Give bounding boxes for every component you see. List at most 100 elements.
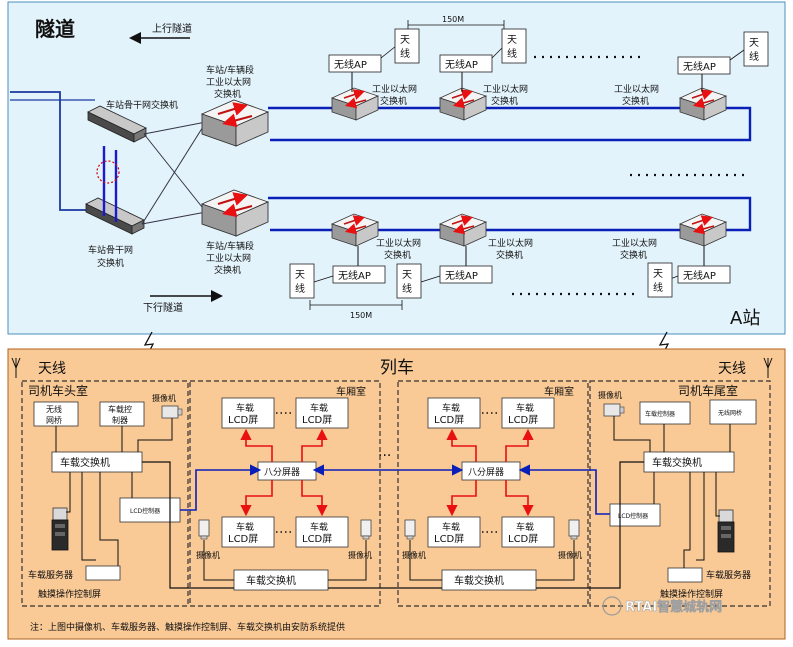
onboard-server-tail-icon xyxy=(717,509,735,553)
antenna-upper-2 xyxy=(501,28,527,64)
svg-text:LCD控制器: LCD控制器 xyxy=(618,512,648,520)
cab-tail-frame xyxy=(589,380,771,607)
svg-text:车载: 车载 xyxy=(516,402,534,414)
lower-ring-link xyxy=(268,196,752,232)
ap-lower-3 xyxy=(677,265,731,284)
ies-lower-1-label-l1: 工业以太网 xyxy=(376,237,421,249)
station-switch-top-label-l1: 车站/车辆段 xyxy=(206,64,254,76)
camera-carriage-right-a-label: 摄像机 xyxy=(402,550,426,560)
svg-text:LCD屏: LCD屏 xyxy=(228,414,258,426)
ap-lower-1-label: 无线AP xyxy=(338,269,371,282)
svg-text:线: 线 xyxy=(400,47,410,60)
svg-text:LCD屏: LCD屏 xyxy=(228,533,258,545)
onboard-controller-tail xyxy=(639,401,691,425)
ies-upper-1-label-l1: 工业以太网 xyxy=(372,83,417,95)
watermark: RTAI智慧城轨网 xyxy=(625,599,722,615)
svg-text:车载: 车载 xyxy=(516,521,534,533)
svg-text:线: 线 xyxy=(295,282,305,295)
antenna-left-label: 天线 xyxy=(38,361,66,377)
up-tunnel-label: 上行隧道 xyxy=(152,22,192,35)
svg-text:天: 天 xyxy=(653,269,663,280)
distance-label-top: 150M xyxy=(442,15,464,24)
svg-text:车载: 车载 xyxy=(310,521,328,533)
antenna-right-label: 天线 xyxy=(718,361,746,377)
carriage-left-label: 车厢室 xyxy=(336,385,366,398)
camera-carriage-right-b-label: 摄像机 xyxy=(558,550,582,560)
svg-text:LCD屏: LCD屏 xyxy=(302,414,332,426)
svg-text:车载: 车载 xyxy=(442,402,460,414)
svg-text:线: 线 xyxy=(402,282,412,295)
touch-panel-tail xyxy=(667,567,703,583)
cab-tail-label: 司机车尾室 xyxy=(678,383,738,398)
svg-text:LCD屏: LCD屏 xyxy=(434,533,464,545)
touch-panel-head xyxy=(85,565,121,581)
station-switch-bottom-label-l2: 工业以太网 xyxy=(206,252,251,264)
ap-lower-2 xyxy=(439,265,493,284)
cab-head-label: 司机车头室 xyxy=(28,383,88,398)
ap-lower-1 xyxy=(332,265,386,284)
antenna-upper-1 xyxy=(394,28,420,64)
footnote: 注：上图中摄像机、车载服务器、触摸操作控制屏、车载交换机由安防系统提供 xyxy=(30,621,345,633)
camera-carriage-left-b xyxy=(360,519,372,540)
uplink-wire xyxy=(10,91,88,211)
lcd-group-left: 车载 LCD屏 车载 LCD屏 车载 LCD屏 车载 LCD屏 xyxy=(221,397,349,548)
backbone-switch-top-label: 车站骨干网交换机 xyxy=(106,99,178,111)
svg-text:车载: 车载 xyxy=(442,521,460,533)
ap-lower-3-label: 无线AP xyxy=(683,269,716,282)
svg-text:线: 线 xyxy=(507,47,517,60)
svg-text:车载交换机: 车载交换机 xyxy=(60,456,110,469)
lcd-group-right: 车载 LCD屏 车载 LCD屏 车载 LCD屏 车载 LCD屏 xyxy=(427,397,555,548)
svg-text:车载控制器: 车载控制器 xyxy=(645,410,675,418)
camera-carriage-left-a xyxy=(198,519,210,540)
tunnel-title: 隧道 xyxy=(35,17,75,41)
svg-text:天: 天 xyxy=(400,35,410,46)
svg-text:车载: 车载 xyxy=(236,402,254,414)
svg-text:车载交换机: 车载交换机 xyxy=(246,574,296,587)
onboard-server-head-label: 车载服务器 xyxy=(28,569,73,581)
splitter-right-label: 八分屏器 xyxy=(468,467,504,478)
camera-tail-label: 摄像机 xyxy=(598,390,622,400)
down-tunnel-label: 下行隧道 xyxy=(143,301,183,314)
redundancy-ring xyxy=(96,160,120,184)
svg-text:LCD控制器: LCD控制器 xyxy=(130,507,160,515)
ap-lower-2-label: 无线AP xyxy=(445,269,478,282)
carriage-right-label: 车厢室 xyxy=(544,385,574,398)
antenna-upper-3 xyxy=(743,31,769,67)
ap-upper-2-label: 无线AP xyxy=(445,58,478,71)
ies-upper-2-label-l2: 交换机 xyxy=(491,95,518,107)
svg-text:车载交换机: 车载交换机 xyxy=(652,456,702,469)
tunnel-panel: 隧道 上行隧道 下行隧道 A站 150M 150M 车站骨干网交换机 车站骨干网… xyxy=(7,1,786,335)
ies-lower-1-label-l2: 交换机 xyxy=(384,249,411,261)
svg-text:车载: 车载 xyxy=(310,402,328,414)
ies-lower-3-label-l2: 交换机 xyxy=(620,249,647,261)
ies-upper-3-label-l2: 交换机 xyxy=(622,95,649,107)
splitter-left-label: 八分屏器 xyxy=(264,467,300,478)
distance-label-bottom: 150M xyxy=(350,311,372,320)
svg-text:线: 线 xyxy=(749,50,759,63)
camera-carriage-left-b-label: 摄像机 xyxy=(348,550,372,560)
svg-text:线: 线 xyxy=(653,281,663,294)
ies-upper-2-label-l1: 工业以太网 xyxy=(483,83,528,95)
svg-text:无线: 无线 xyxy=(46,404,62,414)
station-switch-bottom-label-l3: 交换机 xyxy=(214,264,241,276)
cab-head-frame xyxy=(21,380,189,607)
ies-lower-2-label-l1: 工业以太网 xyxy=(488,237,533,249)
camera-carriage-right-a xyxy=(404,519,416,540)
carriage-ellipsis: ... xyxy=(378,444,391,460)
svg-text:车载控: 车载控 xyxy=(108,404,132,414)
ies-lower-3-label-l1: 工业以太网 xyxy=(612,237,657,249)
ap-upper-3-label: 无线AP xyxy=(683,60,716,73)
antenna-left-icon xyxy=(11,357,21,378)
ap-upper-1-label: 无线AP xyxy=(334,58,367,71)
onboard-server-tail-label: 车载服务器 xyxy=(706,569,751,581)
antenna-lower-1 xyxy=(289,263,315,299)
svg-text:制器: 制器 xyxy=(112,415,128,425)
camera-carriage-left-a-label: 摄像机 xyxy=(196,550,220,560)
svg-text:天: 天 xyxy=(295,270,305,281)
antenna-lower-3 xyxy=(647,262,673,298)
ap-upper-1 xyxy=(328,54,382,73)
upper-ring-link xyxy=(268,106,752,142)
touch-panel-head-label: 触摸操作控制屏 xyxy=(38,588,101,600)
wireless-bridge-tail xyxy=(709,399,757,425)
